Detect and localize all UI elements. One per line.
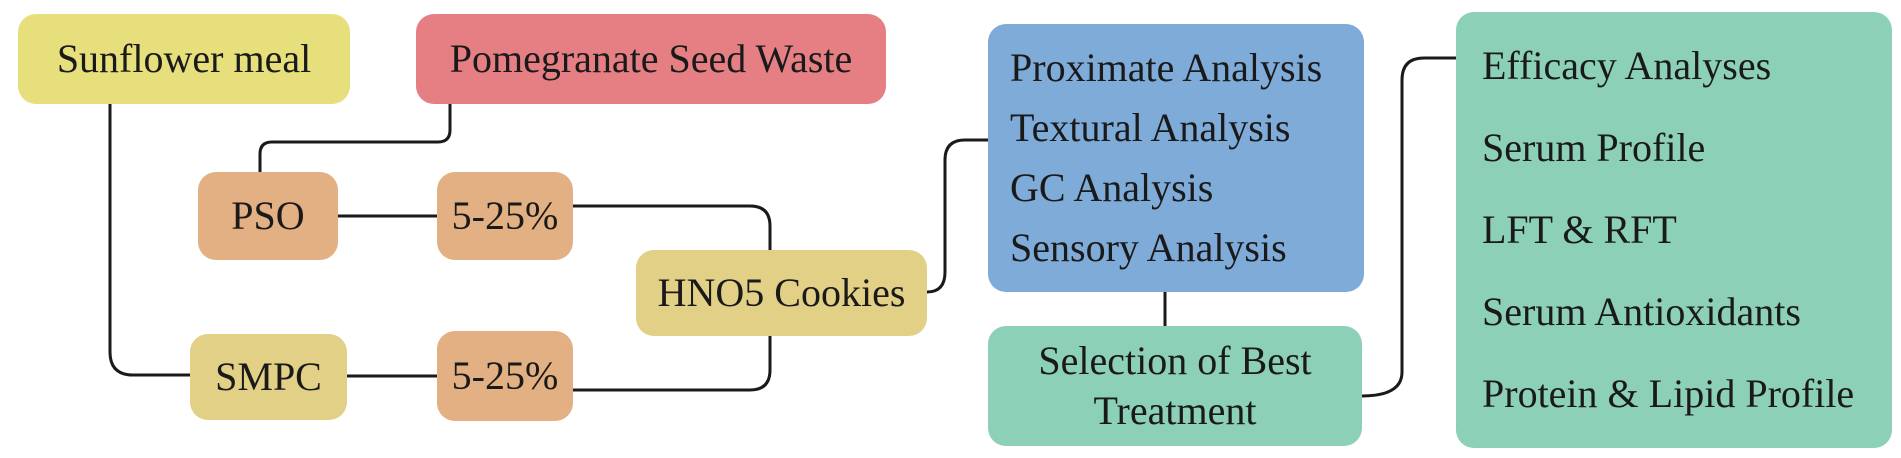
analysis-item: Textural Analysis [1010, 105, 1291, 150]
node-label-line: Treatment [1093, 388, 1257, 433]
node-label: Sunflower meal [56, 36, 312, 81]
node-pso: PSO [198, 172, 338, 260]
node-analyses: Proximate Analysis Textural Analysis GC … [988, 24, 1364, 292]
node-label: Pomegranate Seed Waste [449, 36, 853, 81]
node-percent-bottom: 5-25% [437, 331, 573, 421]
connector-cookies-analyses [926, 138, 988, 294]
efficacy-item: Serum Profile [1482, 125, 1706, 170]
connector-pct-top-cookies [573, 204, 772, 250]
node-label-line: Selection of Best [1038, 338, 1312, 383]
efficacy-item: Efficacy Analyses [1482, 43, 1772, 88]
node-efficacy-analyses: Efficacy Analyses Serum Profile LFT & RF… [1456, 12, 1892, 448]
connector-sunflower-smpc [108, 104, 190, 377]
node-pomegranate-seed-waste: Pomegranate Seed Waste [416, 14, 886, 104]
node-percent-top: 5-25% [437, 172, 573, 260]
analysis-item: GC Analysis [1010, 165, 1214, 210]
node-sunflower-meal: Sunflower meal [18, 14, 350, 104]
node-hno5-cookies: HNO5 Cookies [636, 250, 927, 336]
efficacy-item: Protein & Lipid Profile [1482, 371, 1855, 416]
connector-selection-efficacy [1361, 56, 1456, 398]
efficacy-item: LFT & RFT [1482, 207, 1677, 252]
node-smpc: SMPC [190, 334, 347, 420]
node-label: PSO [231, 193, 305, 238]
efficacy-item: Serum Antioxidants [1482, 289, 1801, 334]
node-label: 5-25% [451, 193, 559, 238]
connector-pomegranate-pso [258, 104, 452, 172]
analysis-item: Sensory Analysis [1010, 225, 1287, 270]
node-label: HNO5 Cookies [657, 270, 906, 315]
analysis-item: Proximate Analysis [1010, 45, 1323, 90]
connector-pct-bottom-cookies [573, 336, 772, 392]
node-selection-best-treatment: Selection of Best Treatment [988, 326, 1362, 446]
node-label: 5-25% [451, 353, 559, 398]
node-label: SMPC [215, 354, 322, 399]
